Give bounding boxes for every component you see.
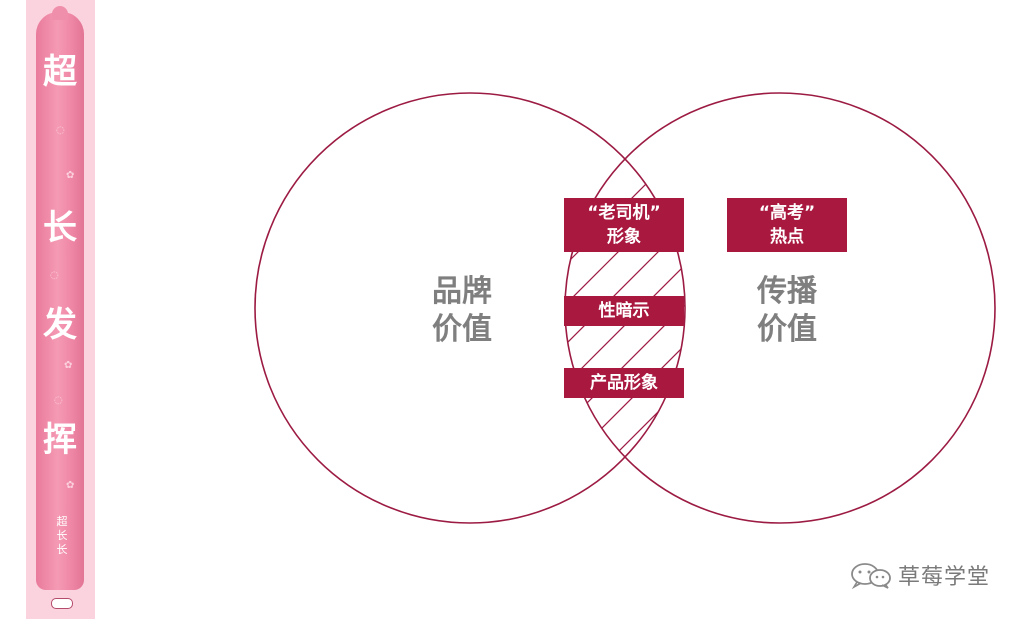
watermark-text: 草莓学堂: [898, 565, 991, 590]
poster-headline-char-4: 挥: [43, 420, 77, 460]
intersection-hatch: [565, 129, 685, 523]
old-driver-image-tag: “老司机” 形象: [564, 198, 684, 252]
communication-value-label-line2: 价值: [757, 312, 817, 347]
communication-value-label: 传播 价值: [727, 273, 847, 349]
product-image-tag: 产品形象: [564, 368, 684, 398]
sexual-hint-tag: 性暗示: [564, 296, 684, 326]
communication-value-label-line1: 传播: [757, 274, 817, 309]
poster-small-char: 长: [56, 543, 68, 556]
product-tube-image: [36, 12, 84, 590]
gaokao-tag-line2: 热点: [770, 227, 804, 247]
brand-value-label-line2: 价值: [432, 312, 492, 347]
brand-value-label-line1: 品牌: [432, 274, 492, 309]
poster-small-text: 超 长 长: [56, 515, 68, 557]
gaokao-hotspot-tag: “高考” 热点: [727, 198, 847, 252]
brand-value-label: 品牌 价值: [402, 273, 522, 349]
poster-strip: 超 长 发 挥 ◌ ✿ ◌ ✿ ◌ ✿ 超 长 长: [26, 0, 95, 619]
brand-logo: [51, 598, 73, 609]
poster-small-char: 长: [56, 529, 68, 542]
sexual-hint-tag-text: 性暗示: [598, 301, 650, 321]
product-tube-tip: [52, 6, 68, 20]
watermark: 草莓学堂: [848, 559, 990, 591]
poster-decoration: ◌: [54, 395, 63, 406]
poster-headline-char-2: 长: [43, 208, 77, 248]
product-image-tag-text: 产品形象: [590, 373, 658, 393]
wechat-icon: [851, 563, 891, 589]
old-driver-tag-line2: 形象: [607, 227, 641, 247]
poster-decoration: ◌: [50, 270, 59, 281]
poster-decoration: ✿: [66, 170, 75, 181]
poster-headline-char-3: 发: [43, 305, 77, 345]
gaokao-tag-line1: “高考”: [758, 203, 816, 223]
poster-decoration: ◌: [56, 125, 65, 136]
poster-decoration: ✿: [64, 360, 73, 371]
poster-decoration: ✿: [66, 480, 75, 491]
brand-value-circle: [254, 92, 686, 524]
poster-small-char: 超: [56, 515, 68, 528]
old-driver-tag-line1: “老司机”: [587, 203, 661, 223]
poster-headline-char-1: 超: [43, 52, 77, 92]
